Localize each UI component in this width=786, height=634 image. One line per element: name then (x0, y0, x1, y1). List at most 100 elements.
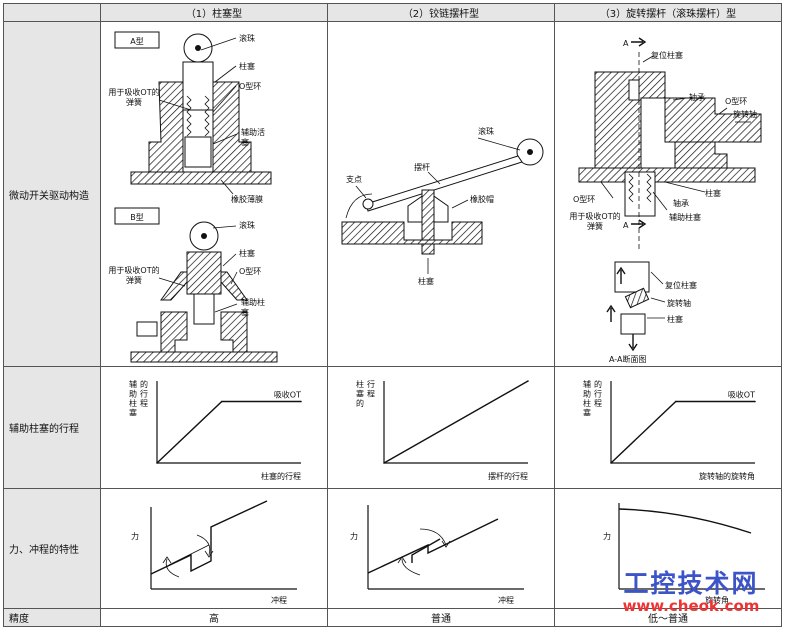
plunger-a-label: 柱塞 (239, 61, 255, 71)
stud-b (136, 321, 158, 337)
force-2-curve (367, 518, 499, 574)
col-header-hinge-lever: （2）铰链摆杆型 (327, 3, 555, 22)
leader-reset (642, 55, 654, 63)
mount-plate (341, 221, 483, 245)
rotary-shaft-body (664, 97, 762, 143)
section-arrow-down (628, 334, 638, 352)
lever-label: 摆杆 (414, 162, 430, 172)
force-chart-cell-2: 力 冲程 (327, 488, 555, 609)
force-1-curve-return (168, 544, 210, 566)
spring-a-left (186, 95, 192, 137)
chart-series-line (156, 400, 301, 464)
section-plunger-label: 柱塞 (667, 314, 683, 324)
aux-b-label-wrap: 辅助柱塞 (241, 298, 265, 317)
watermark-title: 工控技术网 (623, 569, 759, 598)
membrane-a-label: 橡胶薄膜 (231, 194, 263, 204)
section-shaft-label: 旋转轴 (667, 298, 691, 308)
accuracy-rotary: 低～普通 (554, 608, 782, 627)
leader-ball-b (212, 225, 237, 229)
col-header-rotary-lever: （3）旋转摆杆（滚珠摆杆）型 (554, 3, 782, 22)
chart-ylabel-char: 塞 (129, 408, 137, 418)
spec-table: （1）柱塞型 （2）铰链摆杆型 （3）旋转摆杆（滚珠摆杆）型 微动开关驱动构造 … (3, 3, 782, 627)
leader-aux-b (214, 303, 238, 313)
rotary-plunger (624, 171, 656, 217)
chart-series-line (383, 380, 529, 464)
hinge-lever-diagram: 滚珠 摆杆 支点 橡胶帽 柱塞 (341, 126, 544, 286)
housing-b-left (160, 311, 188, 353)
accuracy-plunger: 高 (100, 608, 328, 627)
rotary-housing-right (674, 141, 728, 169)
spring-b-label: 用于吸收OT的弹簧 (108, 266, 160, 285)
chart-ylabel-char: 辅 (583, 379, 591, 389)
chart-ylabel-char: 塞 (583, 408, 591, 418)
leader-section-shaft (650, 297, 666, 303)
housing-a-right (212, 81, 252, 173)
ball-a-center (195, 45, 201, 51)
chart-point (300, 400, 302, 403)
reset-plunger-label: 复位柱塞 (651, 50, 683, 60)
force-chart-rotary: 力 旋转角 (603, 503, 765, 605)
fulcrum-label: 支点 (346, 174, 362, 184)
plunger-b-label: 柱塞 (239, 248, 255, 258)
accuracy-hinge: 普通 (327, 608, 555, 627)
leader-cap (451, 199, 469, 209)
spring-r-label-wrap: 用于吸收OT的弹簧 (569, 212, 621, 231)
leader-plunger-b (222, 253, 237, 267)
type-a-box (114, 31, 160, 49)
rotary-lever-diagram: A A 复位柱塞 轴承 (569, 37, 762, 364)
leader-membrane-a (220, 179, 234, 195)
section-arrow-top (631, 37, 647, 47)
chart-ylabel-char: 行 (140, 389, 148, 399)
leader-plunger-a (214, 65, 237, 83)
chart-point (527, 380, 529, 382)
chart-ylabel: 辅助柱塞的行程 (583, 379, 602, 418)
chart-ylabel-char: 的 (594, 379, 602, 389)
rotary-spring-l (628, 173, 634, 203)
section-caption: A-A断面图 (609, 354, 646, 364)
ball-b-center (201, 233, 207, 239)
ball-label-h: 滚珠 (478, 126, 494, 136)
spring-r-label: 用于吸收OT的弹簧 (569, 212, 621, 231)
aux-plunger-a (184, 136, 212, 168)
col-header-plunger: （1）柱塞型 (100, 3, 328, 22)
section-mark-top: A (623, 39, 629, 48)
leader-plunger-r (664, 181, 706, 193)
chart-point (156, 462, 158, 464)
force-3-curve (618, 508, 752, 534)
rubber-cap-label: 橡胶帽 (470, 194, 494, 204)
bearing-label: 轴承 (689, 92, 705, 102)
force-2-ylabel: 力 (350, 531, 358, 541)
section-mark-bottom: A (623, 221, 629, 230)
ball-b-label: 滚珠 (239, 220, 255, 230)
leader-fulcrum (355, 185, 367, 199)
base-b (130, 351, 278, 363)
stroke-chart-cell-1: 辅助柱塞的行程柱塞的行程吸收OT (100, 366, 328, 489)
chart-ylabel-char: 的 (356, 398, 364, 408)
force-2-arrow-down (419, 528, 451, 548)
section-shaft (624, 287, 650, 309)
chart-annotation: 吸收OT (274, 390, 301, 400)
structure-hinge-cell: 滚珠 摆杆 支点 橡胶帽 柱塞 (327, 21, 555, 367)
chart-point (221, 400, 223, 403)
chart-ylabel-char: 的 (140, 379, 148, 389)
leader-section-reset (650, 271, 664, 285)
force-chart-cell-1: 力 冲程 (100, 488, 328, 609)
watermark: 工控技术网 www.cheok.com (596, 569, 786, 615)
chart-xlabel: 旋转轴的旋转角 (699, 471, 755, 481)
leader-oring-low (600, 181, 614, 199)
chart-ylabel-char: 柱 (583, 398, 591, 408)
force-1-ylabel: 力 (131, 531, 139, 541)
plunger-b (186, 251, 222, 295)
plunger-rod (421, 189, 435, 255)
force-3-xlabel: 旋转角 (705, 595, 729, 605)
chart-ylabel-char: 助 (583, 389, 591, 399)
leader-aux-r (652, 191, 668, 211)
fulcrum-pin (362, 198, 374, 210)
chart-ylabel-char: 程 (594, 399, 602, 408)
chart-point (383, 462, 385, 464)
plunger-a (182, 61, 214, 111)
force-chart-hinge: 力 冲程 (350, 505, 524, 605)
